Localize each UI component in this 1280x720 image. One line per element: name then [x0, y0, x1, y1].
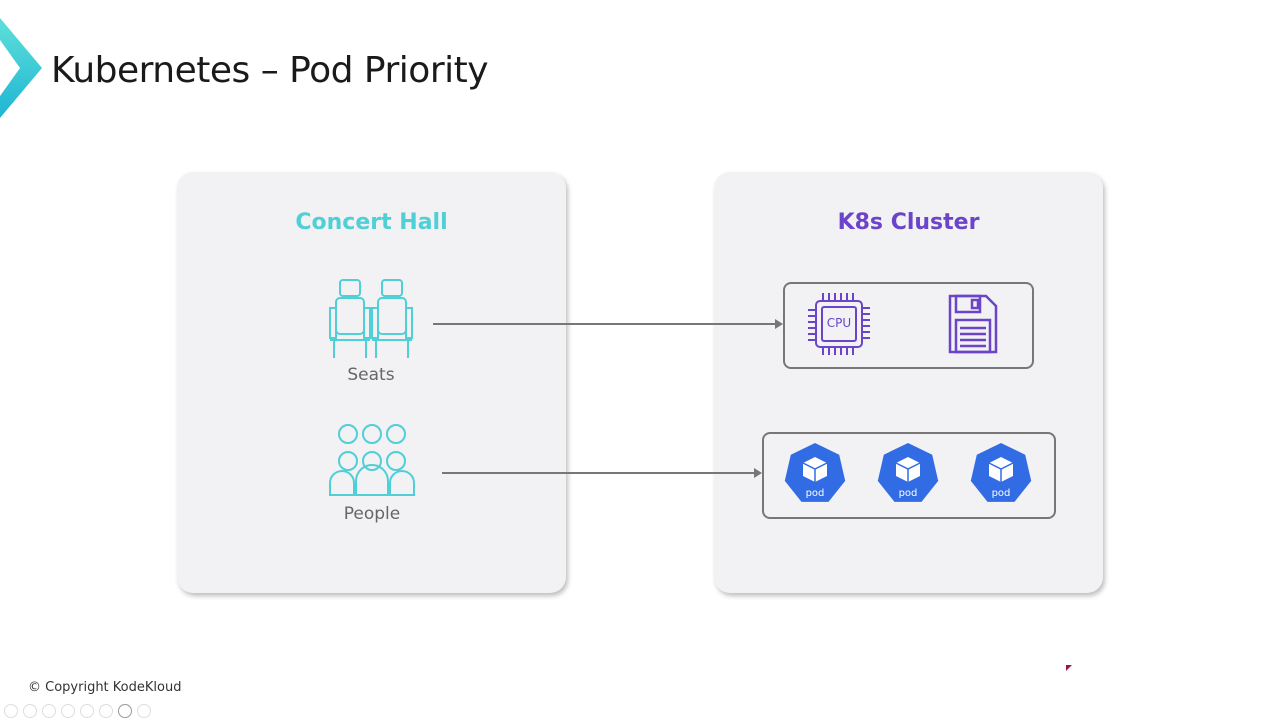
pen-tool-button[interactable]	[42, 704, 56, 718]
seats-icon	[329, 279, 413, 359]
concert-hall-title: Concert Hall	[295, 210, 448, 235]
seats-to-resources-arrow	[433, 319, 783, 329]
pod-label: pod	[898, 488, 918, 499]
k8s-cluster-title: K8s Cluster	[837, 210, 980, 235]
prev-slide-button[interactable]	[4, 704, 18, 718]
copyright-text: © Copyright KodeKloud	[28, 680, 182, 695]
pod-label: pod	[991, 488, 1011, 499]
node-resources-box	[783, 282, 1034, 369]
concert-hall-panel: Concert Hall	[177, 172, 566, 593]
floppy-disk-icon	[948, 294, 998, 354]
page-title: Kubernetes – Pod Priority	[51, 50, 489, 91]
people-to-pods-arrow	[442, 468, 762, 478]
subtitles-button[interactable]	[99, 704, 113, 718]
camera-button[interactable]	[118, 704, 132, 718]
people-label: People	[343, 504, 401, 524]
cpu-label: CPU	[826, 316, 852, 330]
mouse-cursor-icon	[1066, 665, 1072, 671]
cpu-icon	[807, 293, 871, 356]
pod-icon: pod	[784, 443, 846, 505]
pod-icon: pod	[877, 443, 939, 505]
pod-icon: pod	[970, 443, 1032, 505]
seats-label: Seats	[347, 365, 395, 385]
pod-label: pod	[805, 488, 825, 499]
k8s-cluster-panel: K8s Cluster	[714, 172, 1103, 593]
kodekloud-logo-chevron	[0, 18, 42, 118]
zoom-button[interactable]	[80, 704, 94, 718]
slides-button[interactable]	[61, 704, 75, 718]
pods-box	[762, 432, 1056, 519]
next-slide-button[interactable]	[23, 704, 37, 718]
people-icon	[329, 424, 415, 496]
more-options-button[interactable]	[137, 704, 151, 718]
